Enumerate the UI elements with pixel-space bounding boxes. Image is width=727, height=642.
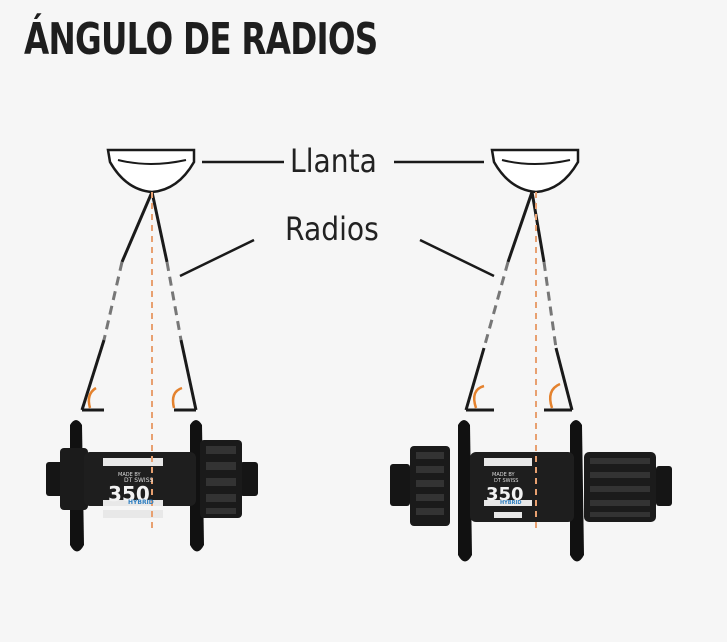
rear-left-spoke-upper bbox=[506, 191, 534, 263]
rear-left-angle-arc bbox=[473, 384, 485, 409]
front-left-spoke-lower bbox=[80, 339, 106, 411]
rear-hub-made-by: MADE BY bbox=[492, 472, 515, 478]
rear-hub-brand: DT SWISS bbox=[494, 478, 518, 484]
front-hub-made-by: MADE BY bbox=[118, 472, 141, 478]
rear-hub-model: 350 bbox=[486, 484, 524, 505]
front-rim-bed bbox=[117, 159, 187, 165]
front-rim-profile bbox=[106, 148, 196, 194]
rear-left-spoke-dashed bbox=[482, 261, 510, 349]
rear-right-angle-arc bbox=[549, 382, 561, 409]
front-wheel-diagram: MADE BY DT SWISS 350 HYBRID bbox=[46, 148, 258, 552]
front-hub-model: 350 bbox=[108, 482, 150, 506]
front-right-spoke-lower bbox=[179, 339, 198, 411]
rear-wheel-diagram: MADE BY DT SWISS 350 HYBRID bbox=[390, 148, 672, 562]
rear-hub-variant: HYBRID bbox=[500, 500, 521, 506]
rear-rim-profile bbox=[490, 148, 580, 194]
rear-right-spoke-dashed bbox=[542, 261, 558, 349]
rear-rim-bed bbox=[501, 159, 571, 165]
front-hub-variant: HYBRID bbox=[128, 499, 154, 506]
rear-hub bbox=[390, 420, 672, 562]
front-right-angle-arc bbox=[171, 386, 183, 409]
front-right-spoke-dashed bbox=[165, 261, 183, 341]
front-left-spoke-upper bbox=[120, 191, 154, 263]
front-left-angle-arc bbox=[87, 386, 97, 409]
diagram-title: ÁNGULO DE RADIOS bbox=[24, 14, 378, 65]
front-left-spoke-dashed bbox=[102, 261, 124, 341]
spokes-callout-right bbox=[419, 238, 495, 278]
rear-right-spoke-lower bbox=[554, 347, 574, 411]
front-hub-brand: DT SWISS bbox=[124, 477, 154, 484]
rim-label: Llanta bbox=[290, 142, 377, 180]
spokes-label: Radios bbox=[285, 210, 379, 248]
front-right-spoke-upper bbox=[150, 191, 169, 263]
front-hub bbox=[46, 420, 258, 552]
rear-right-spoke-upper bbox=[530, 191, 546, 263]
spokes-callout-left bbox=[179, 238, 255, 278]
rear-left-spoke-lower bbox=[464, 347, 486, 411]
